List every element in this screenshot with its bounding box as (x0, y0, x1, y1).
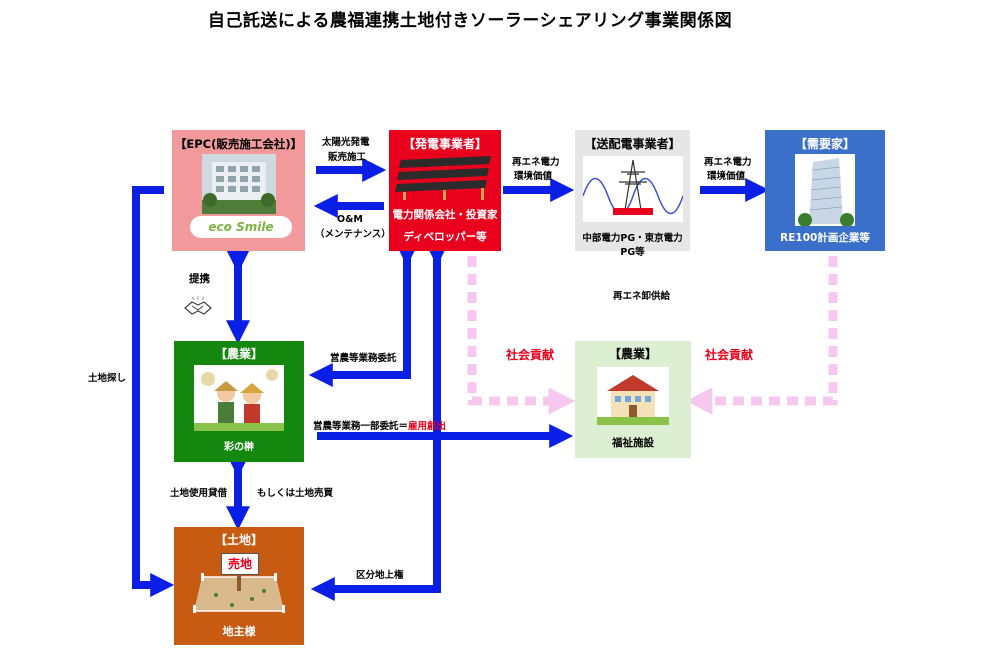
label-env-value-1: 環境価値 (514, 171, 553, 182)
label-surface-rights: 区分地上権 (356, 570, 404, 581)
power-tower-icon (583, 156, 683, 222)
transmission-box: 【送配電事業者】 中部電力PG・東京電力PG等 (575, 130, 690, 258)
welfare-footer: 福祉施設 (612, 437, 654, 449)
label-partnership: 提携 (189, 273, 210, 285)
consumer-footer: RE100計画企業等 (780, 232, 870, 244)
farm-box: 【農業】 彩の榊 (174, 341, 304, 462)
sakaki-logo: 彩の榊 (224, 442, 254, 453)
label-land-search: 土地探し (88, 373, 127, 384)
dashed-consumer-to-welfare (685, 256, 838, 415)
label-solar-sales-2: 販売施工 (328, 152, 367, 163)
epc-box: 【EPC(販売施工会社)】 eco Smile (172, 130, 305, 251)
generator-line1: 電力関係会社・投資家 (392, 209, 498, 221)
welfare-header: 【農業】 (608, 347, 657, 361)
label-partial-outsource-text: 営農等業務一部委託＝ (313, 421, 409, 432)
dashed-generator-to-welfare (467, 256, 576, 415)
label-land-lease: 土地使用貸借 (170, 488, 228, 499)
label-social-contribution-right: 社会貢献 (705, 348, 754, 362)
eco-smile-logo: eco Smile (190, 216, 292, 238)
arrow-land-search (132, 186, 175, 597)
label-re-power-1: 再エネ電力 (512, 157, 560, 168)
land-header: 【土地】 (214, 533, 263, 547)
consumer-box: 【需要家】 RE100計画企業等 (765, 130, 885, 251)
farm-header: 【農業】 (214, 347, 263, 361)
label-om: O&M (337, 214, 363, 225)
label-job-creation: 雇用創出 (408, 421, 447, 432)
label-env-value-2: 環境価値 (707, 171, 746, 182)
consumer-header: 【需要家】 (794, 137, 855, 151)
skyscraper-icon (795, 154, 855, 226)
label-maintenance: （メンテナンス） (315, 229, 391, 240)
farmers-icon (194, 365, 284, 431)
label-land-sale: もしくは土地売買 (257, 488, 334, 499)
for-sale-sign: 売地 (221, 553, 259, 575)
generator-header: 【発電事業者】 (402, 137, 487, 151)
label-re-wholesale: 再エネ卸供給 (613, 291, 671, 302)
land-box: 【土地】 売地 地主様 (174, 527, 304, 645)
handshake-icon (184, 296, 212, 315)
welfare-facility-icon (597, 367, 669, 425)
land-plot-icon (193, 569, 285, 613)
label-farm-outsource: 営農等業務委託 (330, 353, 397, 364)
welfare-box: 【農業】 福祉施設 (575, 341, 691, 458)
label-partial-outsource: 営農等業務一部委託＝雇用創出 (313, 420, 446, 434)
transmission-header: 【送配電事業者】 (584, 137, 681, 151)
arrow-generator-to-land (310, 242, 449, 601)
generator-line2: ディベロッパー等 (403, 231, 487, 243)
solar-panels-icon (395, 156, 491, 200)
epc-header: 【EPC(販売施工会社)】 (174, 137, 303, 151)
label-re-power-2: 再エネ電力 (704, 157, 752, 168)
label-solar-sales-1: 太陽光発電 (322, 137, 370, 148)
label-social-contribution-left: 社会貢献 (506, 348, 555, 362)
land-footer: 地主様 (222, 625, 256, 638)
transmission-footer: 中部電力PG・東京電力PG等 (582, 233, 683, 258)
office-building-icon (202, 154, 276, 214)
generator-box: 【発電事業者】 電力関係会社・投資家 ディベロッパー等 (389, 130, 501, 251)
page-title: 自己託送による農福連携土地付きソーラーシェアリング事業関係図 (207, 11, 733, 31)
